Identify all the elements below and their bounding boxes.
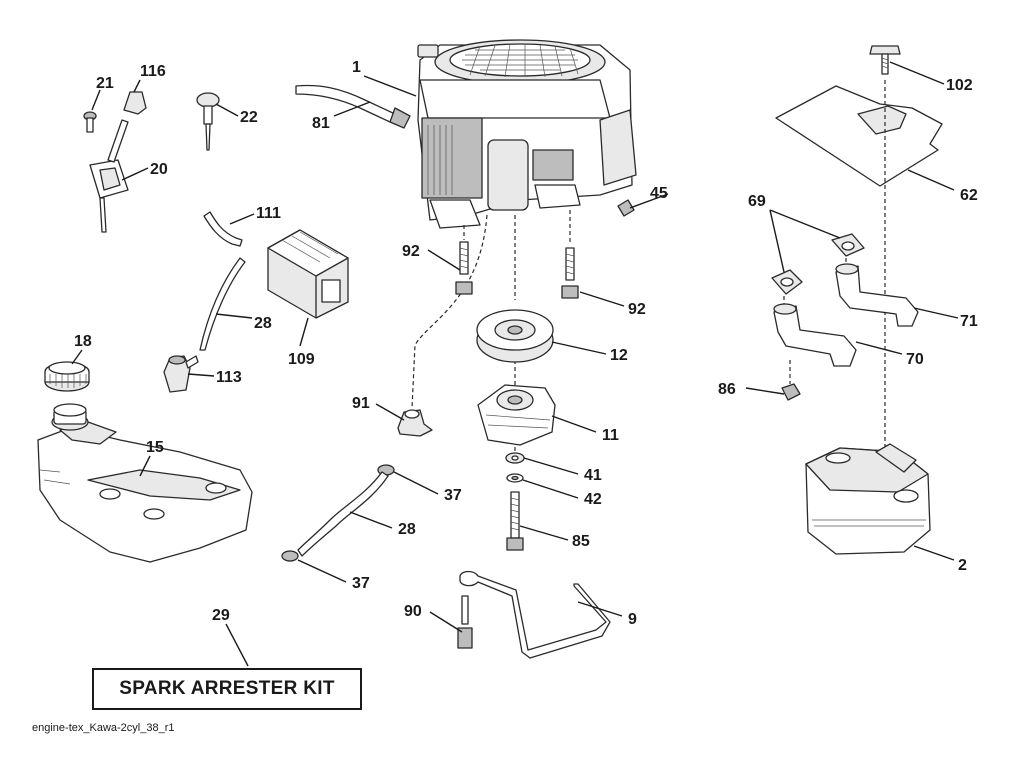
fuel-line-28-lower-part[interactable] [297, 471, 389, 557]
callout-18: 18 [74, 333, 92, 350]
nut-86-part[interactable] [781, 383, 801, 401]
callout-86: 86 [718, 381, 736, 398]
diagram-caption: engine-tex_Kawa-2cyl_38_r1 [32, 722, 175, 734]
callout-28-upper: 28 [254, 315, 272, 332]
heat-shield-62-part[interactable] [775, 85, 943, 187]
fuel-hose-111-part[interactable] [203, 211, 243, 247]
muffler-2-part[interactable] [805, 443, 931, 555]
callout-116: 116 [140, 63, 166, 80]
callout-91: 91 [352, 395, 370, 412]
bracket-9-part[interactable] [459, 570, 611, 659]
callout-85: 85 [572, 533, 590, 550]
callout-37-upper: 37 [444, 487, 462, 504]
fuel-filter-109-part[interactable] [267, 229, 349, 319]
hose-81-part[interactable] [295, 84, 411, 129]
callout-62: 62 [960, 187, 978, 204]
leader-lines [71, 61, 959, 667]
fuel-shutoff-113-part[interactable] [163, 355, 199, 393]
clamp-37-lower-part[interactable] [281, 550, 299, 562]
washer-42-part[interactable] [506, 473, 524, 483]
washer-41-part[interactable] [505, 452, 525, 464]
callout-42: 42 [584, 491, 602, 508]
spark-arrester-kit-box: SPARK ARRESTER KIT [92, 668, 362, 710]
bolt-92-left-part[interactable] [455, 241, 473, 295]
callout-69: 69 [748, 193, 766, 210]
callout-71: 71 [960, 313, 978, 330]
callout-111: 111 [256, 205, 281, 222]
screw-21-part[interactable] [83, 111, 97, 133]
callout-1: 1 [352, 59, 361, 76]
bolt-45-part[interactable] [617, 193, 669, 217]
callout-70: 70 [906, 351, 924, 368]
callout-12: 12 [610, 347, 628, 364]
fuel-cap-18-part[interactable] [44, 361, 90, 392]
bolt-90-part[interactable] [457, 595, 473, 649]
engine-part[interactable] [417, 39, 637, 229]
callout-29: 29 [212, 607, 230, 624]
callout-102: 102 [946, 77, 973, 94]
exhaust-pipe-70-part[interactable] [773, 303, 857, 367]
callout-109: 109 [288, 351, 315, 368]
bolt-85-part[interactable] [506, 491, 524, 551]
callout-28-lower: 28 [398, 521, 416, 538]
screw-102-part[interactable] [869, 45, 901, 75]
callout-113: 113 [216, 369, 242, 386]
knob-116-part[interactable] [123, 91, 147, 115]
callout-90: 90 [404, 603, 422, 620]
callout-37-lower: 37 [352, 575, 370, 592]
fuel-line-28-upper-part[interactable] [199, 257, 246, 351]
gasket-69-right-part[interactable] [831, 233, 865, 257]
callout-45: 45 [650, 185, 668, 202]
clutch-11-part[interactable] [477, 384, 556, 446]
callout-15: 15 [146, 439, 164, 456]
gasket-69-left-part[interactable] [771, 269, 803, 295]
bolt-92-right-part[interactable] [561, 247, 579, 299]
plug-22-part[interactable] [196, 92, 220, 151]
callout-labels: 1 81 21 116 20 22 111 28 109 113 18 15 9… [74, 59, 978, 628]
callout-20: 20 [150, 161, 168, 178]
fuel-tank-15-part[interactable] [37, 403, 253, 563]
callout-41: 41 [584, 467, 602, 484]
callout-2: 2 [958, 557, 967, 574]
grommet-91-part[interactable] [397, 409, 433, 437]
callout-81: 81 [312, 115, 330, 132]
callout-9: 9 [628, 611, 637, 628]
callout-22: 22 [240, 109, 258, 126]
callout-92-left: 92 [402, 243, 420, 260]
throttle-control-20-part[interactable] [89, 119, 129, 233]
callout-11: 11 [602, 427, 619, 444]
pulley-12-part[interactable] [476, 309, 554, 363]
callout-21: 21 [96, 75, 114, 92]
callout-92-right: 92 [628, 301, 646, 318]
exhaust-pipe-71-part[interactable] [835, 263, 919, 327]
